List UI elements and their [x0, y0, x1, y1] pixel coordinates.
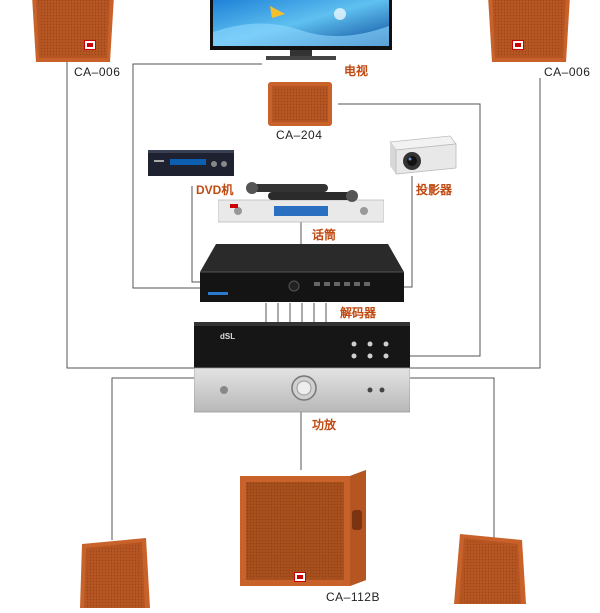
- brand-badge: [84, 40, 96, 50]
- projector: [384, 134, 458, 176]
- amplifier-brand: dSL: [220, 332, 236, 341]
- subwoofer: [240, 470, 366, 588]
- brand-badge: [512, 40, 524, 50]
- speaker-right-bottom: [454, 534, 526, 604]
- amplifier-label: 功放: [312, 418, 337, 432]
- tv-device: [210, 0, 392, 66]
- subwoofer-label: CA–112B: [326, 590, 380, 604]
- microphone-system: [217, 180, 385, 224]
- speaker-right-top-label: CA–006: [544, 65, 591, 79]
- dvd-label: DVD机: [196, 183, 234, 197]
- microphone-label: 话筒: [312, 228, 337, 242]
- connection-lines: [66, 62, 541, 540]
- tv-label: 电视: [344, 64, 369, 78]
- brand-badge: [294, 572, 306, 582]
- dvd-player: [148, 150, 234, 178]
- speaker-left-top-label: CA–006: [74, 65, 121, 79]
- amplifier: dSL: [193, 322, 411, 414]
- decoder-label: 解码器: [340, 306, 377, 320]
- av-system-diagram: 电视 CA–006 CA–006 CA–204: [28, 0, 591, 608]
- speaker-left-top: [28, 0, 114, 64]
- center-speaker-label: CA–204: [276, 128, 323, 142]
- speaker-left-bottom: [80, 538, 150, 608]
- decoder: [198, 244, 406, 304]
- speaker-right-top: [488, 0, 574, 64]
- projector-label: 投影器: [416, 183, 453, 197]
- center-speaker: [268, 82, 332, 126]
